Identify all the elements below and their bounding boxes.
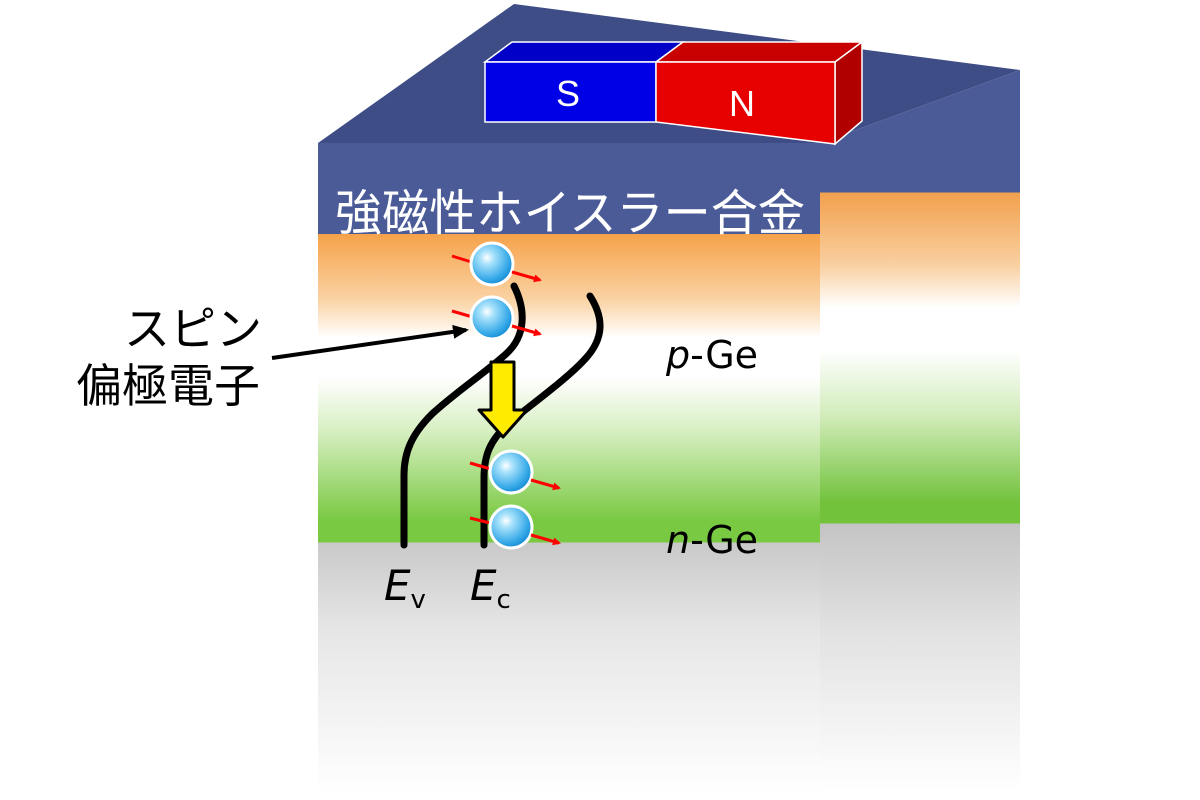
electron-sphere: [488, 504, 534, 550]
n-ge-prefix: n: [666, 518, 690, 562]
electron-sphere: [488, 449, 534, 495]
callout-arrow: [271, 324, 469, 360]
conduction-band-label: Ec: [470, 561, 511, 615]
n-ge-suffix: -Ge: [690, 518, 758, 562]
electron: [469, 449, 561, 495]
spin-label-line1: スピン: [124, 302, 262, 356]
conduction-band-symbol: E: [470, 561, 497, 610]
magnet-north-label: N: [729, 83, 755, 124]
band-diagram: [400, 282, 604, 549]
spin-transfer-arrow: [477, 360, 529, 439]
electron: [451, 295, 542, 341]
spin-arrow: [530, 533, 561, 546]
p-ge-prefix: p: [665, 333, 690, 377]
bar-magnet: S N: [482, 40, 865, 146]
n-ge-label: n-Ge: [666, 518, 758, 562]
spin-arrow: [511, 324, 542, 337]
magnet-north-top: [653, 41, 865, 63]
valence-band-curve: [400, 282, 526, 549]
spin-arrow: [511, 270, 542, 283]
magnet-north-front: [655, 61, 836, 145]
electron: [451, 241, 542, 287]
electron-sphere: [469, 295, 515, 341]
magnet-south-label: S: [556, 73, 580, 114]
block-side-face: [820, 70, 1020, 790]
p-ge-label: p-Ge: [665, 333, 758, 377]
electron-sphere: [469, 241, 515, 287]
conduction-band-subscript: c: [497, 585, 511, 615]
spin-arrow: [530, 478, 561, 491]
spin-electrons: [451, 241, 561, 550]
spin-label-line2: 偏極電子: [76, 359, 260, 413]
valence-band-symbol: E: [384, 561, 411, 610]
conduction-band-curve: [480, 292, 604, 549]
valence-band-subscript: v: [411, 585, 426, 615]
magnet-south-top: [482, 41, 686, 63]
ferromagnet-label: 強磁性ホイスラー合金: [335, 185, 805, 242]
p-ge-suffix: -Ge: [690, 333, 758, 377]
electron: [469, 504, 561, 550]
valence-band-label: Ev: [384, 561, 426, 615]
